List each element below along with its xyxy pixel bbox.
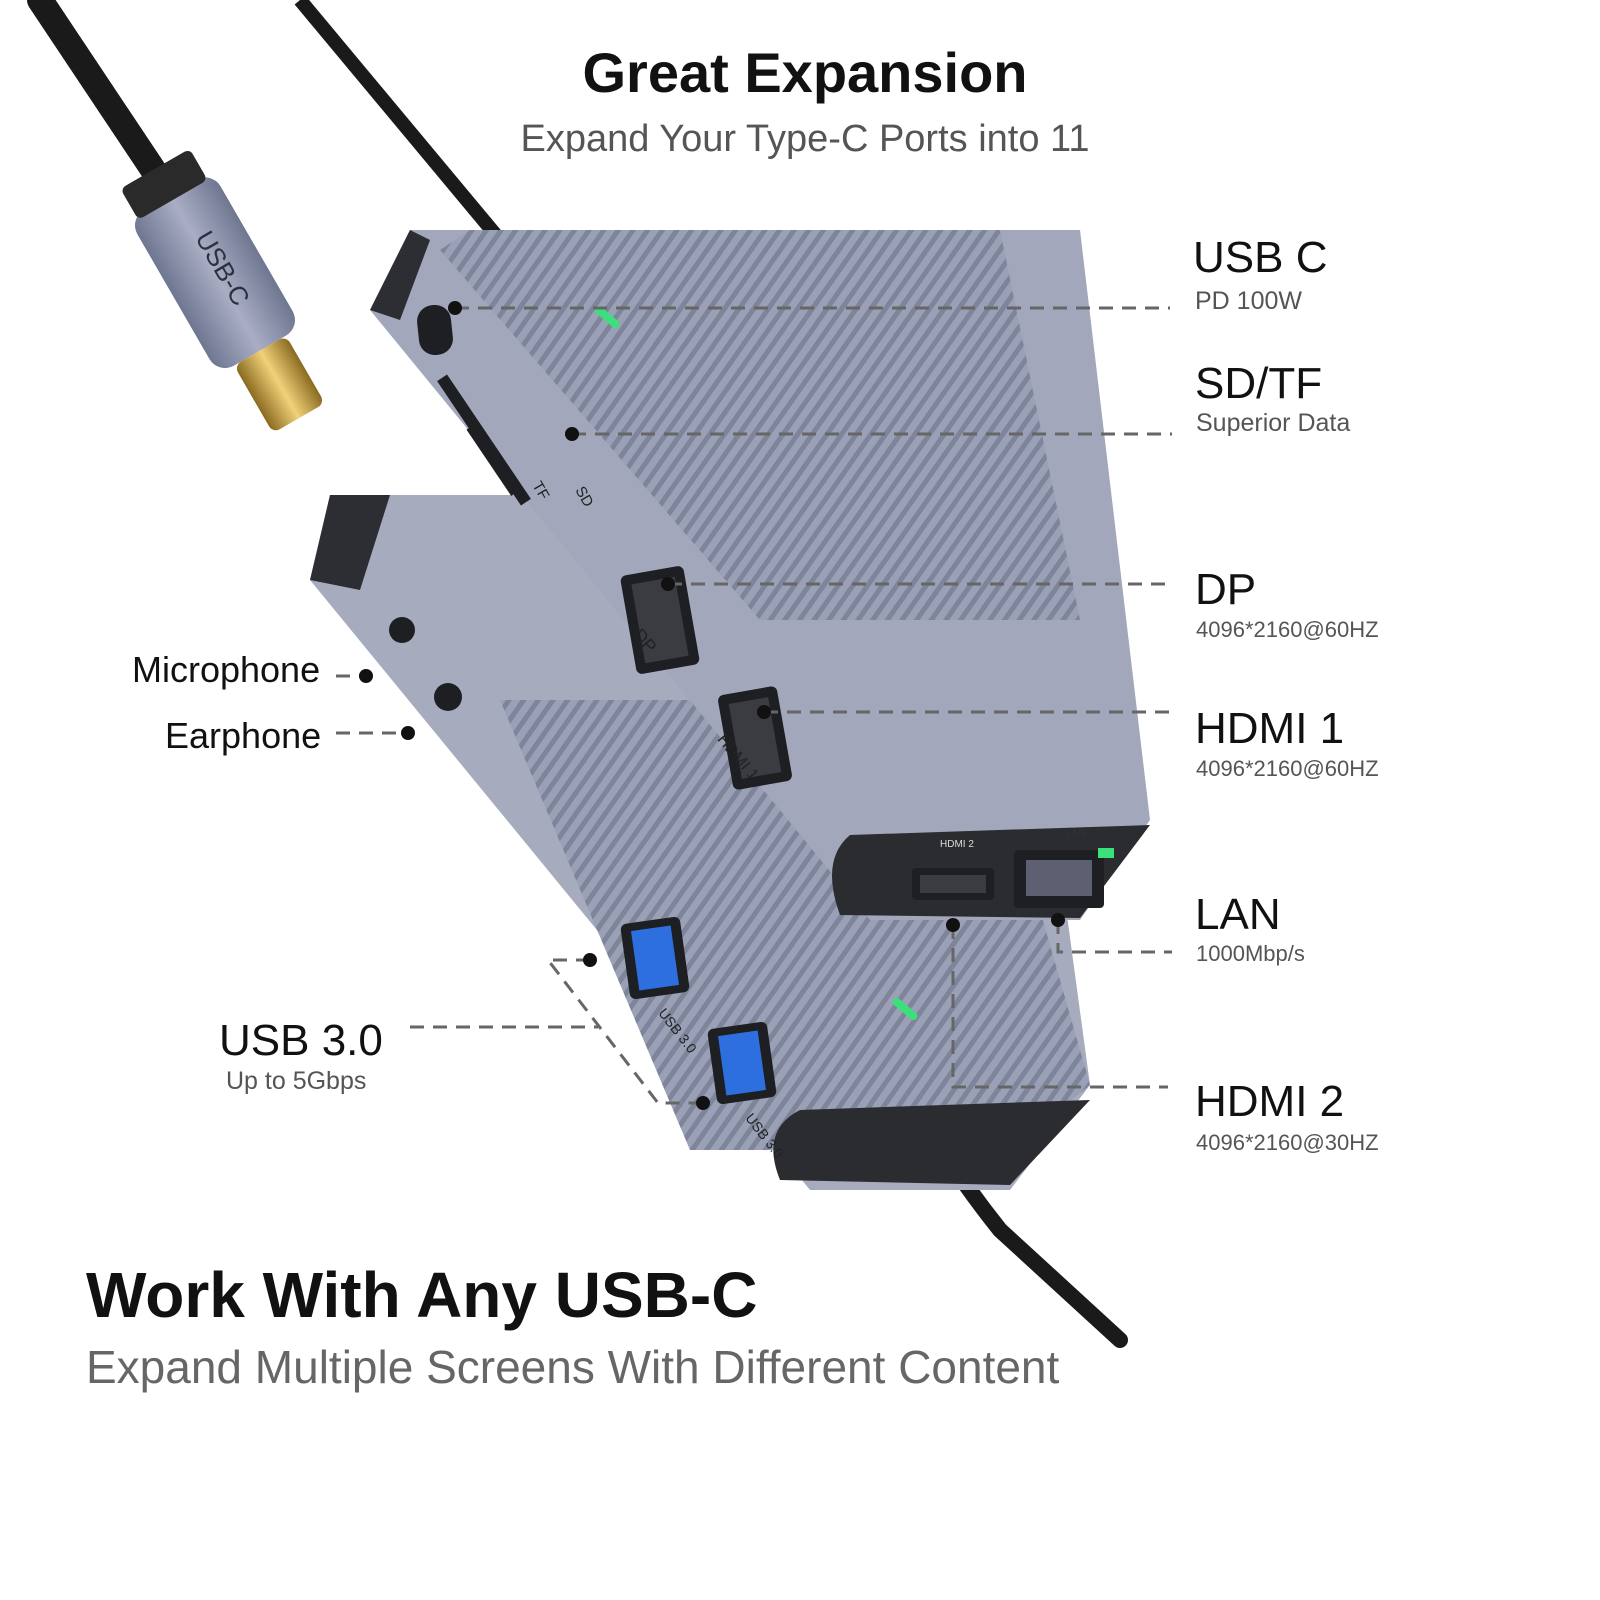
microphone-jack <box>389 617 415 643</box>
page-title: Great Expansion <box>582 41 1028 104</box>
callout-microphone: Microphone <box>132 649 321 690</box>
callout-hdmi1-name: HDMI 1 <box>1195 704 1345 753</box>
tf-slot <box>466 424 520 496</box>
cable-rear <box>294 0 506 245</box>
footer-subtitle: Expand Multiple Screens With Different C… <box>86 1341 1060 1393</box>
callout-hdmi2-detail: 4096*2160@30HZ <box>1196 1130 1379 1155</box>
callout-dp-name: DP <box>1195 565 1257 614</box>
led-indicator-upper <box>594 305 620 329</box>
hdmi2-port: HDMI 2 <box>912 839 994 900</box>
lan-port: LAN <box>1014 828 1114 908</box>
tf-slot-label: TF <box>529 479 553 503</box>
earphone-jack <box>434 683 462 711</box>
callout-usb3-name: USB 3.0 <box>219 1016 383 1065</box>
usb-c-plug: USB-C <box>122 150 323 431</box>
callout-usbc-detail: PD 100W <box>1195 287 1302 315</box>
callout-earphone: Earphone <box>165 715 322 756</box>
callout-hdmi1-detail: 4096*2160@60HZ <box>1196 756 1379 781</box>
hdmi2-port-label: HDMI 2 <box>940 839 974 850</box>
callout-usbc-name: USB C <box>1193 233 1328 282</box>
usb-c-port <box>417 304 453 356</box>
callout-lan-detail: 1000Mbp/s <box>1196 941 1305 966</box>
page-subtitle: Expand Your Type-C Ports into 11 <box>520 118 1090 160</box>
leader-dots <box>359 301 1065 1110</box>
callout-sdtf-detail: Superior Data <box>1196 409 1351 437</box>
led-indicator-lower <box>892 997 918 1021</box>
callout-lan-name: LAN <box>1195 890 1281 939</box>
callout-dp-detail: 4096*2160@60HZ <box>1196 617 1379 642</box>
footer-title: Work With Any USB-C <box>86 1259 758 1331</box>
callout-sdtf-name: SD/TF <box>1195 359 1323 408</box>
hub-upper-body: TF SD DP HDMI 1 HDMI 2 LAN <box>370 230 1150 920</box>
leader-lines <box>336 306 1172 1105</box>
callout-hdmi2-name: HDMI 2 <box>1195 1077 1345 1126</box>
dp-port: DP <box>620 566 700 674</box>
lan-port-label: LAN <box>1066 828 1085 839</box>
callout-usb3-detail: Up to 5Gbps <box>226 1067 367 1095</box>
